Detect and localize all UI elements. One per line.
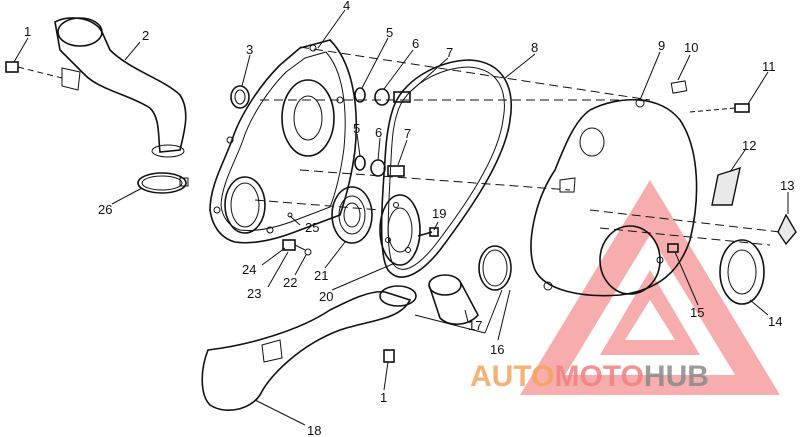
bearing-plate-20 [379, 194, 421, 266]
screw-15 [667, 243, 679, 253]
callout-23: 23 [247, 286, 261, 301]
washer-nut-bolt-lower [354, 155, 405, 177]
callout-19: 19 [432, 206, 446, 221]
callout-6-lower: 6 [375, 125, 382, 140]
alignment-lines [254, 46, 781, 246]
decal-12 [711, 166, 741, 206]
small-hardware [282, 212, 312, 256]
callout-15: 15 [690, 305, 704, 320]
callout-11: 11 [762, 59, 776, 74]
callout-1-upper: 1 [24, 24, 31, 39]
callout-7-lower: 7 [404, 126, 411, 141]
watermark-moto: MOTO [554, 360, 643, 393]
callout-1-lower: 1 [380, 390, 387, 405]
callout-25: 25 [305, 220, 319, 235]
drive-belt [380, 59, 512, 278]
callout-17: 17 [468, 318, 482, 333]
callout-14: 14 [768, 314, 782, 329]
callout-18: 18 [307, 423, 321, 437]
callout-26: 26 [98, 202, 112, 217]
ring-seal-14 [719, 239, 765, 305]
callout-5-lower: 5 [353, 121, 360, 136]
callout-9: 9 [658, 38, 665, 53]
decal-13 [777, 213, 797, 246]
leader-lines [13, 9, 789, 426]
callout-12: 12 [742, 138, 756, 153]
bolt-19 [417, 227, 439, 237]
callout-21: 21 [314, 268, 328, 283]
callout-16: 16 [490, 342, 504, 357]
callout-13: 13 [780, 178, 794, 193]
callout-7-upper: 7 [446, 45, 453, 60]
callout-6-upper: 6 [412, 36, 419, 51]
screw-upper-left [5, 61, 63, 79]
screw-11 [689, 103, 750, 113]
callout-8: 8 [531, 40, 538, 55]
watermark-hub: HUB [644, 360, 709, 393]
intake-duct-upper [54, 17, 187, 158]
callout-22: 22 [283, 275, 297, 290]
intake-duct-lower [201, 285, 417, 411]
plug-3 [230, 85, 250, 109]
clamp-16 [478, 245, 512, 291]
callout-2: 2 [142, 28, 149, 43]
watermark-auto: AUTO [470, 360, 554, 393]
callout-numbers: 1 2 3 4 5 6 7 8 9 10 11 12 13 5 6 7 19 2… [24, 0, 794, 437]
seal-21 [331, 186, 373, 244]
callout-24: 24 [242, 262, 256, 277]
duct-tube-17 [428, 274, 479, 325]
hose-clamp-upper [137, 172, 189, 194]
callout-4: 4 [343, 0, 350, 13]
svg-text:AUTOMOTOHUB: AUTOMOTOHUB [470, 360, 709, 393]
inner-clutch-cover [209, 39, 358, 244]
callout-5-upper: 5 [386, 25, 393, 40]
outer-clutch-cover [530, 98, 698, 297]
screw-lower [383, 349, 395, 363]
callout-20: 20 [319, 289, 333, 304]
label-10 [670, 80, 688, 94]
callout-3: 3 [246, 42, 253, 57]
callout-10: 10 [684, 40, 698, 55]
watermark-text: AUTOMOTOHUB [470, 360, 709, 393]
